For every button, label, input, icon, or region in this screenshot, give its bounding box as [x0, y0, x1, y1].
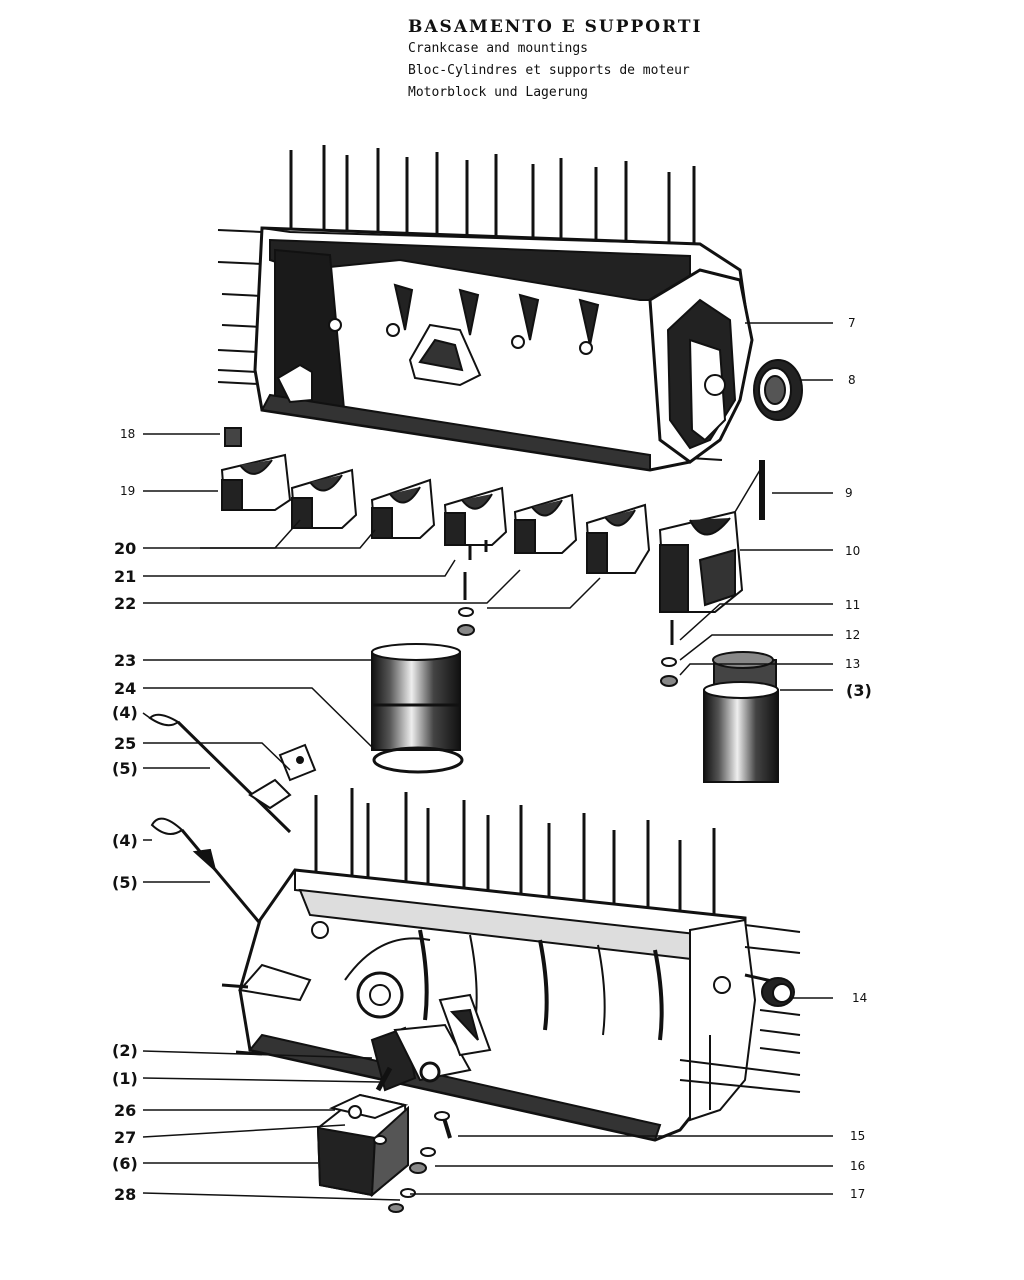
bearing-cap-5 [513, 493, 578, 554]
rear-oil-seal-ring [753, 359, 803, 421]
callout-14: 14 [852, 991, 867, 1005]
subtitle-german: Motorblock und Lagerung [408, 85, 589, 100]
callout-9: 9 [845, 486, 853, 500]
crankcase-lower-view [221, 788, 801, 1142]
callout-28: 28 [114, 1185, 136, 1204]
subtitle-english: Crankcase and mountings [408, 41, 589, 56]
cylinder-liner-right [703, 651, 779, 783]
callout-3: (3) [846, 681, 872, 700]
rear-bearing-cap [658, 510, 744, 613]
bearing-cap-6 [585, 503, 651, 574]
callout-8: 8 [848, 373, 856, 387]
callout-6: (6) [112, 1154, 138, 1173]
callout-12: 12 [845, 628, 860, 642]
callout-5-lower: (5) [112, 873, 138, 892]
dowel-bushing [224, 427, 242, 447]
callout-24: 24 [114, 679, 136, 698]
bearing-cap-4 [443, 486, 508, 560]
callout-21: 21 [114, 567, 136, 586]
leader-lines [142, 322, 833, 1201]
callout-1: (1) [112, 1069, 138, 1088]
callout-4-upper: (4) [112, 703, 138, 722]
callout-labels: 7 8 18 19 9 20 10 21 22 11 12 23 13 (3) … [112, 316, 872, 1204]
callout-10: 10 [845, 544, 860, 558]
callout-5-upper: (5) [112, 759, 138, 778]
callout-15: 15 [850, 1129, 865, 1143]
diagram-title: BASAMENTO E SUPPORTI [408, 17, 703, 37]
callout-13: 13 [845, 657, 860, 671]
subtitle-french: Bloc-Cylindres et supports de moteur [408, 63, 690, 78]
callout-16: 16 [850, 1159, 865, 1173]
callout-17: 17 [850, 1187, 865, 1201]
bearing-cap-3 [370, 478, 436, 539]
side-studs-upper [217, 229, 723, 461]
callout-7: 7 [848, 316, 856, 330]
callout-25: 25 [114, 734, 136, 753]
engine-mount-bracket [370, 993, 492, 1092]
oil-dipsticks [148, 713, 347, 1026]
callout-19: 19 [120, 484, 135, 498]
liner-seal-ring [372, 746, 464, 774]
threaded-plug [761, 977, 795, 1007]
callout-27: 27 [114, 1128, 136, 1147]
callout-22: 22 [114, 594, 136, 613]
cap-stud-nut-washer [457, 572, 678, 687]
cylinder-head-studs-upper [289, 145, 696, 252]
callout-18: 18 [120, 427, 135, 441]
callout-4-lower: (4) [112, 831, 138, 850]
bearing-cap-1 [220, 453, 292, 511]
cylinder-head-studs-lower [314, 788, 716, 928]
callout-26: 26 [114, 1101, 136, 1120]
main-bearing-caps [220, 427, 765, 687]
side-studs-lower [679, 924, 801, 1110]
cylinder-liners [371, 643, 779, 783]
rubber-mount-assembly [316, 1093, 452, 1213]
crankcase-upper-view [217, 145, 803, 472]
callout-11: 11 [845, 598, 860, 612]
callout-23: 23 [114, 651, 136, 670]
dipstick-upper [148, 713, 317, 834]
callout-20: 20 [114, 539, 136, 558]
title-block: BASAMENTO E SUPPORTI Crankcase and mount… [408, 16, 703, 104]
cylinder-liner-left [371, 643, 464, 774]
bearing-cap-2 [290, 468, 358, 529]
callout-2: (2) [112, 1041, 138, 1060]
